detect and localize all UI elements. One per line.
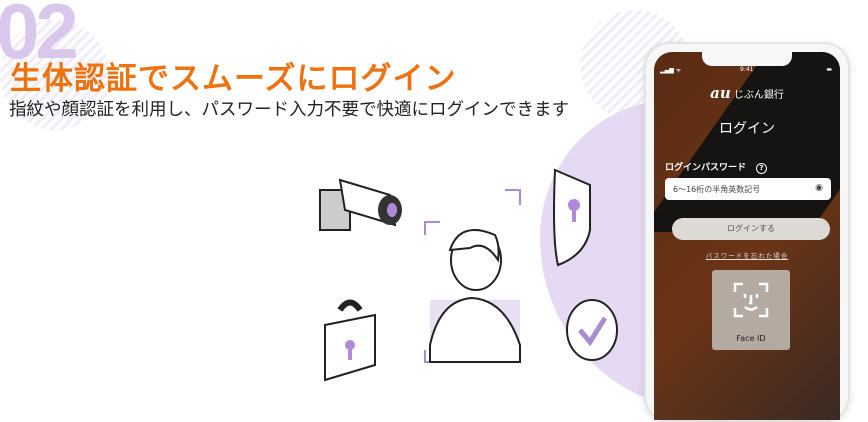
- shield-icon: [553, 168, 591, 267]
- signal-icon: ▂▄▆ ᯤ: [660, 67, 682, 74]
- check-icon: [566, 299, 618, 361]
- section-number: 02: [0, 0, 79, 75]
- faceid-dialog: Face ID: [712, 270, 790, 350]
- page-subtitle: 指紋や顔認証を利用し、パスワード入力不要で快適にログインできます: [9, 100, 569, 120]
- password-input[interactable]: 6〜16桁の半角英数記号◉: [665, 178, 831, 200]
- eye-icon[interactable]: ◉: [815, 183, 823, 193]
- app-screen: ▂▄▆ ᯤ 9:41 ▬ au じぶん銀行 ログイン ログインパスワード? 6〜…: [654, 52, 840, 420]
- brand-logo: au じぶん銀行: [710, 84, 784, 102]
- faceid-label: Face ID: [736, 334, 766, 343]
- page-title: 生体認証でスムーズにログイン: [10, 61, 457, 97]
- password-label: ログインパスワード?: [665, 160, 768, 174]
- phone-mockup: ▂▄▆ ᯤ 9:41 ▬ au じぶん銀行 ログイン ログインパスワード? 6〜…: [644, 42, 850, 422]
- login-heading: ログイン: [719, 121, 775, 137]
- help-icon[interactable]: ?: [756, 163, 768, 174]
- faceid-icon: [733, 282, 769, 318]
- login-button[interactable]: ログインする: [672, 218, 830, 240]
- battery-icon: ▬: [826, 66, 832, 73]
- biometric-illustration: [319, 168, 618, 382]
- person-icon: [429, 229, 521, 363]
- forgot-password-link[interactable]: パスワードを忘れた場合: [705, 252, 789, 260]
- bg-circle: [0, 20, 110, 130]
- lock-icon: [324, 299, 376, 382]
- camera-icon: [319, 178, 402, 231]
- status-time: 9:41: [740, 66, 754, 73]
- phone-notch: [702, 52, 792, 66]
